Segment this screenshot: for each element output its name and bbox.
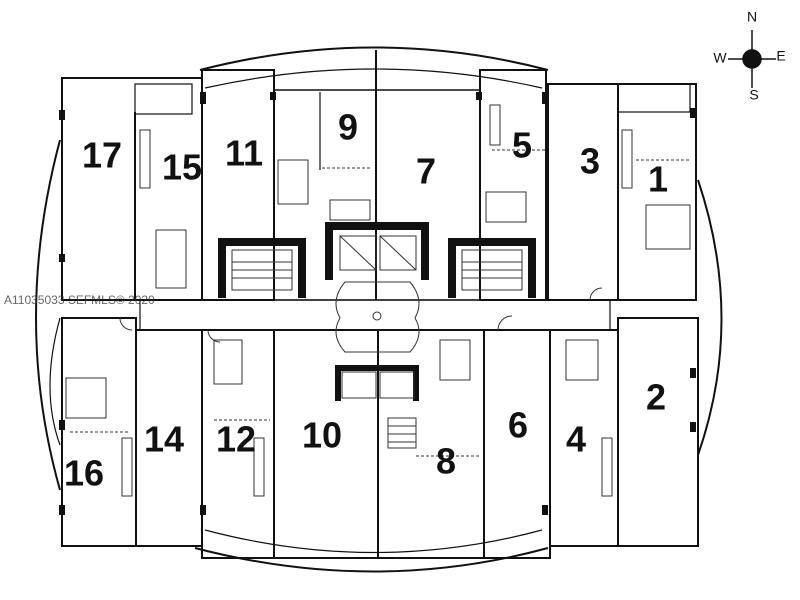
unit-label-5: 5 xyxy=(512,125,532,166)
unit-walls xyxy=(61,50,699,559)
unit-label-16: 16 xyxy=(64,453,104,494)
compass-south: S xyxy=(749,87,758,103)
unit-label-3: 3 xyxy=(580,141,600,182)
unit-label-1: 1 xyxy=(648,159,668,200)
unit-label-6: 6 xyxy=(508,405,528,446)
unit-label-7: 7 xyxy=(416,151,436,192)
unit-label-10: 10 xyxy=(302,415,342,456)
core-walls xyxy=(59,92,696,515)
unit-label-11: 11 xyxy=(225,133,263,174)
unit-label-17: 17 xyxy=(82,135,122,176)
compass-west: W xyxy=(713,50,727,66)
unit-label-12: 12 xyxy=(216,419,256,460)
unit-label-4: 4 xyxy=(566,419,586,460)
compass-icon xyxy=(728,30,776,88)
unit-label-14: 14 xyxy=(144,419,184,460)
unit-label-8: 8 xyxy=(436,441,456,482)
compass-north: N xyxy=(747,9,757,25)
elevator-stair-details xyxy=(65,104,691,497)
compass: N S W E xyxy=(713,9,785,103)
compass-east: E xyxy=(776,48,785,64)
mls-watermark: A11035033 SEFMLS© 2020 xyxy=(4,293,155,307)
unit-label-9: 9 xyxy=(338,107,358,148)
unit-label-15: 15 xyxy=(162,147,202,188)
unit-labels: 17 15 11 9 7 5 3 1 16 14 12 10 8 6 4 2 xyxy=(64,107,668,494)
unit-label-2: 2 xyxy=(646,377,666,418)
